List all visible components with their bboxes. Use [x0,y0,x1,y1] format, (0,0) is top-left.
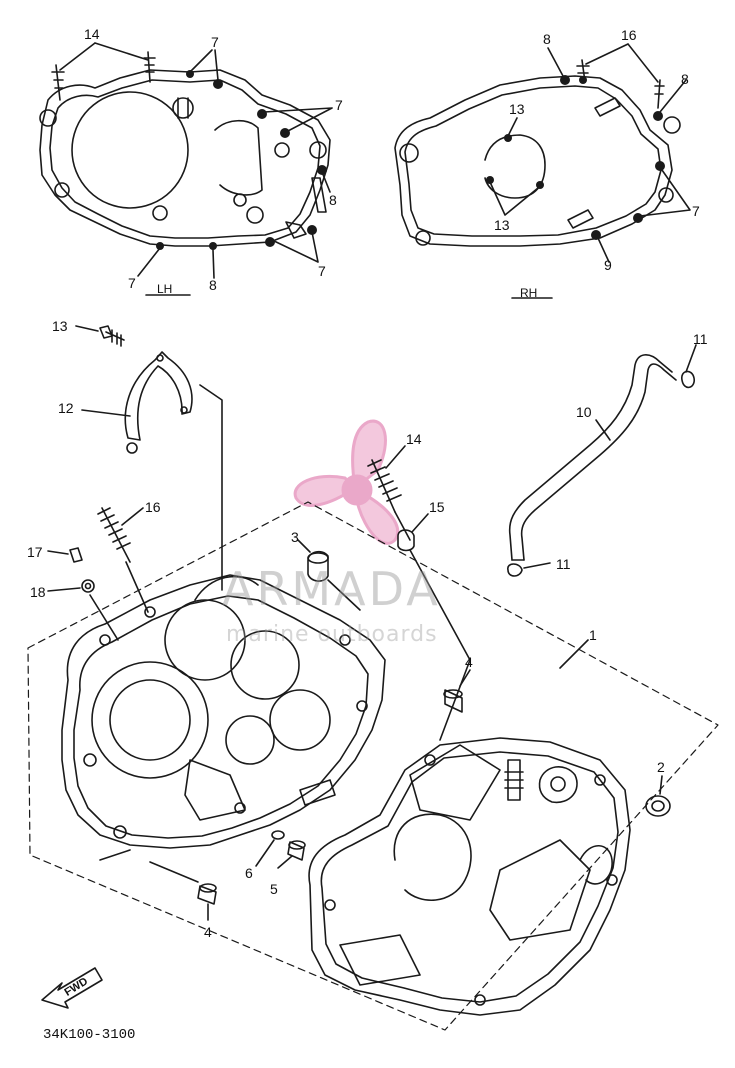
left-crankcase-half [61,574,386,861]
callout-5: 5 [270,881,278,897]
forward-arrow-icon [41,967,103,1009]
callout-4a: 4 [465,654,473,670]
rh-dowels [486,75,665,240]
callout-14: 14 [406,431,422,447]
callout-17: 17 [27,544,43,560]
callout-15: 15 [429,499,445,515]
callout-6: 6 [245,865,253,881]
callout-lh-7b: 7 [335,97,343,113]
lh-gasket-outline [39,51,331,247]
callout-rh-13a: 13 [509,101,525,117]
callout-4b: 4 [204,924,212,940]
callout-18: 18 [30,584,46,600]
callout-16: 16 [145,499,161,515]
callout-lh-7a: 7 [211,34,219,50]
side-tag-lh: LH [157,282,173,296]
callout-1: 1 [589,627,597,643]
callout-11b: 11 [556,556,571,572]
callout-2: 2 [657,759,665,775]
callout-lh-14: 14 [84,26,100,42]
callout-lh-7d: 7 [128,275,136,291]
callout-11a: 11 [693,331,708,347]
callout-rh-16: 16 [621,27,637,43]
callout-10: 10 [576,404,592,420]
callout-lh-7c: 7 [318,263,326,279]
watermark-tagline: marine outboards [226,622,438,647]
callout-rh-8a: 8 [543,31,551,47]
lh-dowels [156,70,327,250]
callout-3: 3 [291,529,299,545]
callout-rh-8b: 8 [681,71,689,87]
watermark-name: ARMADA [222,562,441,616]
callout-rh-13b: 13 [494,217,510,233]
callout-rh-9: 9 [604,257,612,273]
side-tag-rh: RH [520,286,538,300]
callout-12: 12 [58,400,74,416]
right-crankcase-half [308,737,631,1016]
callout-rh-7: 7 [692,203,700,219]
callout-lh-8a: 8 [329,192,337,208]
diagram-part-number: 34K100-3100 [43,1027,136,1043]
callout-lh-8b: 8 [209,277,217,293]
callout-13: 13 [52,318,68,334]
